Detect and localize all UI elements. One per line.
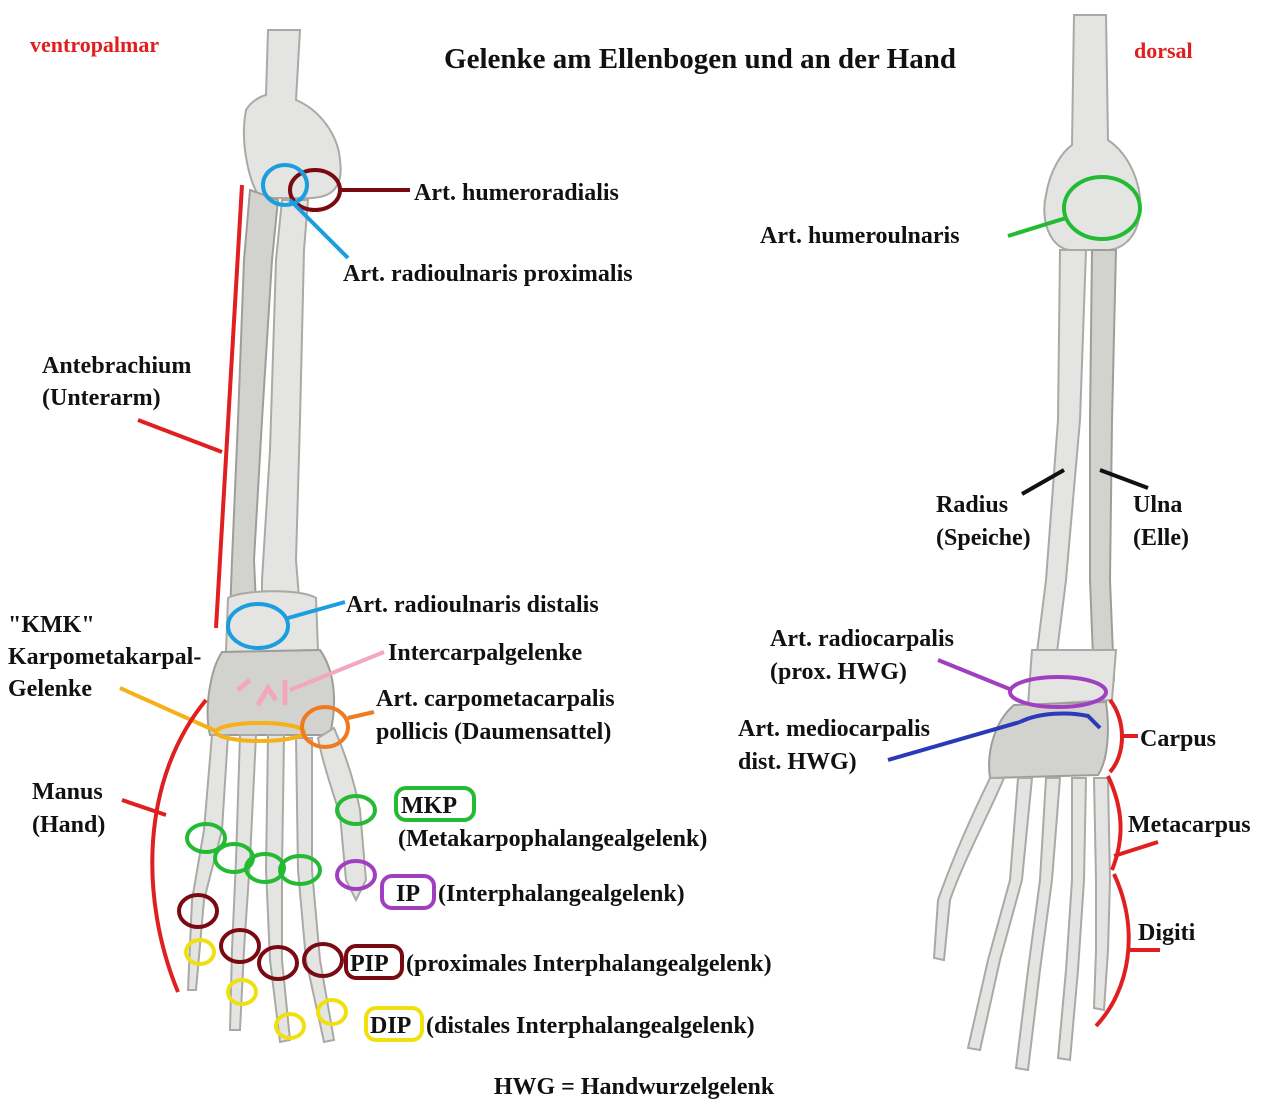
radiocarpalis-marker — [1008, 675, 1108, 709]
label-radioulnaris-prox: Art. radioulnaris proximalis — [343, 261, 633, 287]
label-cmc-pollicis: Art. carpometacarpalis — [376, 686, 615, 712]
metacarpus-pointer — [1113, 840, 1159, 858]
humeroulnaris-pointer — [1007, 216, 1067, 238]
label-mediocarpalis-sub: dist. HWG) — [738, 749, 857, 775]
right-ulna — [1089, 249, 1118, 684]
ip-marker — [335, 859, 377, 891]
digiti-bracket — [1094, 873, 1131, 1028]
dip-box — [364, 1006, 424, 1042]
label-mkp-abbr: MKP — [401, 793, 457, 819]
manus-pointer — [121, 798, 167, 817]
page-title: Gelenke am Ellenbogen und an der Hand — [444, 43, 956, 75]
label-radius-sub: (Speiche) — [936, 525, 1031, 551]
mkp-markers — [185, 794, 377, 886]
label-radius: Radius — [936, 492, 1008, 518]
carpus-bracket — [1108, 698, 1124, 774]
label-kmk: "KMK" — [8, 612, 95, 638]
label-humeroradialis: Art. humeroradialis — [414, 180, 619, 206]
left-fingers — [186, 726, 368, 1044]
antebrachium-pointer — [137, 418, 223, 454]
label-intercarpal: Intercarpalgelenke — [388, 640, 583, 666]
manus-bracket — [150, 698, 208, 993]
intercarpal-marker — [236, 678, 288, 707]
label-pip-abbr: PIP — [350, 951, 389, 977]
label-cmc-pollicis-line2: pollicis (Daumensattel) — [376, 719, 611, 745]
label-mediocarpalis: Art. mediocarpalis — [738, 716, 930, 742]
radiocarpalis-pointer — [937, 658, 1013, 692]
antebrachium-bracket — [214, 184, 244, 629]
ip-box — [380, 874, 436, 910]
right-fingers — [932, 777, 1112, 1072]
cmc-pollicis-pointer — [347, 710, 375, 720]
kmk-pointer — [119, 686, 219, 734]
label-antebrachium: Antebrachium — [42, 353, 191, 379]
label-dip-full: (distales Interphalangealgelenk) — [426, 1013, 755, 1039]
right-humerus — [1043, 14, 1142, 252]
radioulnaris-prox-pointer — [288, 198, 350, 260]
dip-markers — [184, 938, 348, 1040]
label-ip-abbr: IP — [396, 881, 420, 907]
mediocarpalis-pointer — [887, 720, 1021, 762]
ulna-pointer — [1099, 468, 1149, 490]
label-carpus: Carpus — [1140, 726, 1216, 752]
label-humeroulnaris: Art. humeroulnaris — [760, 223, 960, 249]
pip-markers — [177, 893, 344, 981]
label-antebrachium-sub: (Unterarm) — [42, 385, 161, 411]
radioulnaris-dist-marker — [226, 602, 290, 650]
mediocarpalis-marker — [1019, 711, 1102, 730]
label-ulna: Ulna — [1133, 492, 1182, 518]
label-digiti: Digiti — [1138, 920, 1196, 946]
label-radioulnaris-dist: Art. radioulnaris distalis — [346, 592, 599, 618]
label-dip-abbr: DIP — [370, 1013, 411, 1039]
pip-box — [344, 944, 404, 980]
label-metacarpus: Metacarpus — [1128, 812, 1251, 838]
radioulnaris-prox-marker — [261, 163, 309, 207]
intercarpal-pointer — [289, 650, 385, 692]
label-kmk-line2: Karpometakarpal- — [8, 644, 201, 670]
label-radiocarpalis: Art. radiocarpalis — [770, 626, 954, 652]
label-manus-sub: (Hand) — [32, 812, 105, 838]
right-radius — [1034, 249, 1088, 661]
humeroulnaris-marker — [1062, 175, 1142, 241]
label-radiocarpalis-sub: (prox. HWG) — [770, 659, 907, 685]
label-mkp-full: (Metakarpophalangealgelenk) — [398, 826, 707, 852]
label-kmk-line3: Gelenke — [8, 676, 92, 702]
radioulnaris-dist-pointer — [287, 600, 346, 620]
label-ip-full: (Interphalangealgelenk) — [438, 881, 685, 907]
hwg-note: HWG = Handwurzelgelenk — [494, 1074, 775, 1100]
view-left-label: ventropalmar — [30, 32, 159, 57]
label-manus: Manus — [32, 779, 103, 805]
view-right-label: dorsal — [1134, 38, 1193, 63]
radius-pointer — [1021, 468, 1065, 496]
metacarpus-bracket — [1106, 775, 1123, 871]
cmc-pollicis-marker — [300, 705, 350, 749]
mkp-box — [394, 786, 476, 822]
label-ulna-sub: (Elle) — [1133, 525, 1189, 551]
label-pip-full: (proximales Interphalangealgelenk) — [406, 951, 772, 977]
